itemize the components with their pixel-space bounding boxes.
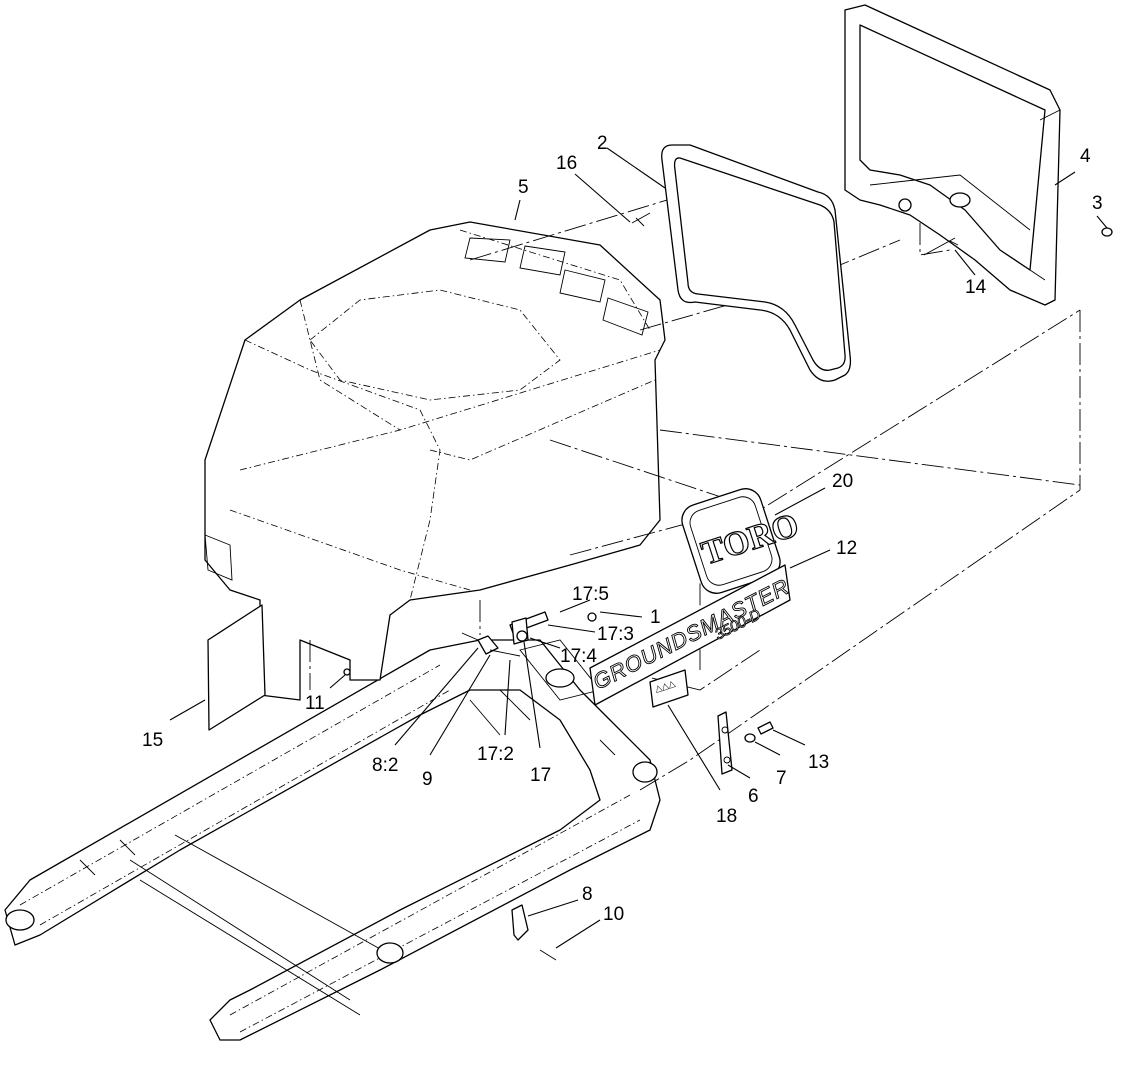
callout-11: 11 [305, 693, 325, 714]
callout-14: 14 [965, 277, 987, 298]
callout-3: 3 [1092, 193, 1103, 214]
callout-7: 7 [776, 768, 787, 789]
callout-10: 10 [603, 904, 624, 925]
callout-17-5: 17:5 [572, 584, 609, 605]
frame-assembly [4, 639, 661, 1041]
rear-panel [844, 4, 1061, 306]
callout-17-4: 17:4 [560, 646, 597, 667]
callout-17-3: 17:3 [597, 624, 634, 645]
callout-4: 4 [1080, 146, 1091, 167]
decal-panel-15 [207, 604, 266, 731]
callout-1: 1 [650, 607, 661, 628]
callout-17-2: 17:2 [477, 744, 514, 765]
callout-8-2: 8:2 [372, 755, 398, 776]
callout-2: 2 [597, 133, 608, 154]
callout-6: 6 [748, 786, 759, 807]
callout-12: 12 [836, 538, 857, 559]
decal-warning: △△△ [649, 669, 689, 708]
hood [204, 221, 666, 701]
seal-gasket [661, 144, 852, 382]
callout-15: 15 [142, 730, 163, 751]
callouts: 1 2 3 4 5 6 7 8 8:2 9 10 11 12 13 14 15 … [142, 133, 1103, 925]
callout-18: 18 [716, 806, 737, 827]
hardware [343, 212, 1113, 961]
callout-8: 8 [582, 884, 593, 905]
callout-13: 13 [808, 752, 829, 773]
callout-5: 5 [518, 177, 529, 198]
callout-9: 9 [422, 769, 433, 790]
callout-16: 16 [556, 153, 577, 174]
leader-lines [169, 147, 1108, 949]
callout-20: 20 [832, 471, 853, 492]
callout-17: 17 [530, 765, 551, 786]
